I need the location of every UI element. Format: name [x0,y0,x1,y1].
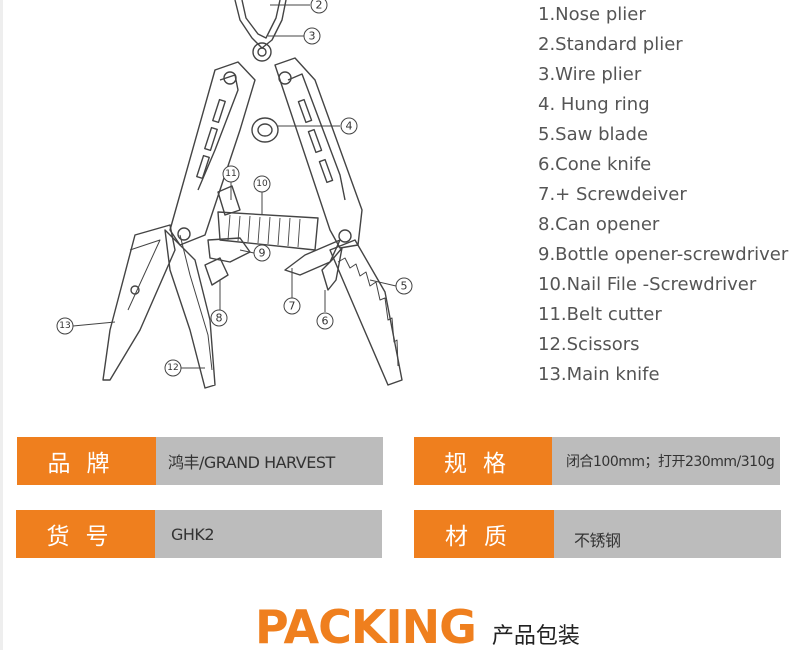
spec-model: 货号 GHK2 [16,510,382,558]
part-item: 10.Nail File -Screwdriver [538,274,757,295]
callout-12: 12 [167,363,178,373]
part-item: 11.Belt cutter [538,304,662,325]
spec-brand: 品牌 鸿丰/GRAND HARVEST [17,437,383,485]
callout-9: 9 [259,247,266,260]
spec-brand-label: 品牌 [17,437,156,485]
callout-7: 7 [289,300,296,313]
callout-8: 8 [216,312,223,325]
callout-11: 11 [225,169,236,179]
callout-6: 6 [322,315,329,328]
spec-material-value: 不锈钢 [554,510,781,558]
parts-list: 1.Nose plier 2.Standard plier 3.Wire pli… [538,2,788,392]
callout-4: 4 [346,120,353,133]
spec-material: 材质 不锈钢 [414,510,781,558]
spec-size-label: 规格 [414,437,552,485]
part-item: 4. Hung ring [538,94,650,115]
spec-material-label: 材质 [414,510,554,558]
callout-5: 5 [401,280,408,293]
multitool-illustration: 2 3 4 5 6 7 8 9 10 11 12 13 [56,0,413,389]
spec-size-value: 闭合100mm；打开230mm/310g [552,437,780,485]
part-item: 5.Saw blade [538,124,649,145]
part-item: 1.Nose plier [538,4,646,25]
part-item: 12.Scissors [538,334,640,355]
page-left-border [0,0,3,650]
part-item: 13.Main knife [538,364,660,385]
packing-title-zh: 产品包装 [491,624,580,649]
part-item: 8.Can opener [538,214,660,235]
part-item: 2.Standard plier [538,34,683,55]
part-item: 3.Wire plier [538,64,642,85]
callout-3: 3 [309,30,316,43]
packing-title-en: PACKING [255,600,477,654]
spec-brand-value: 鸿丰/GRAND HARVEST [156,437,383,485]
packing-heading: PACKING 产品包装 [255,604,580,650]
callout-2: 2 [316,0,323,12]
spec-model-label: 货号 [16,510,155,558]
callout-13: 13 [59,321,70,331]
spec-size: 规格 闭合100mm；打开230mm/310g [414,437,780,485]
spec-model-value: GHK2 [155,510,382,558]
part-item: 6.Cone knife [538,154,652,175]
part-item: 9.Bottle opener-screwdriver [538,244,789,265]
part-item: 7.+ Screwdeiver [538,184,687,205]
callout-10: 10 [256,179,268,189]
